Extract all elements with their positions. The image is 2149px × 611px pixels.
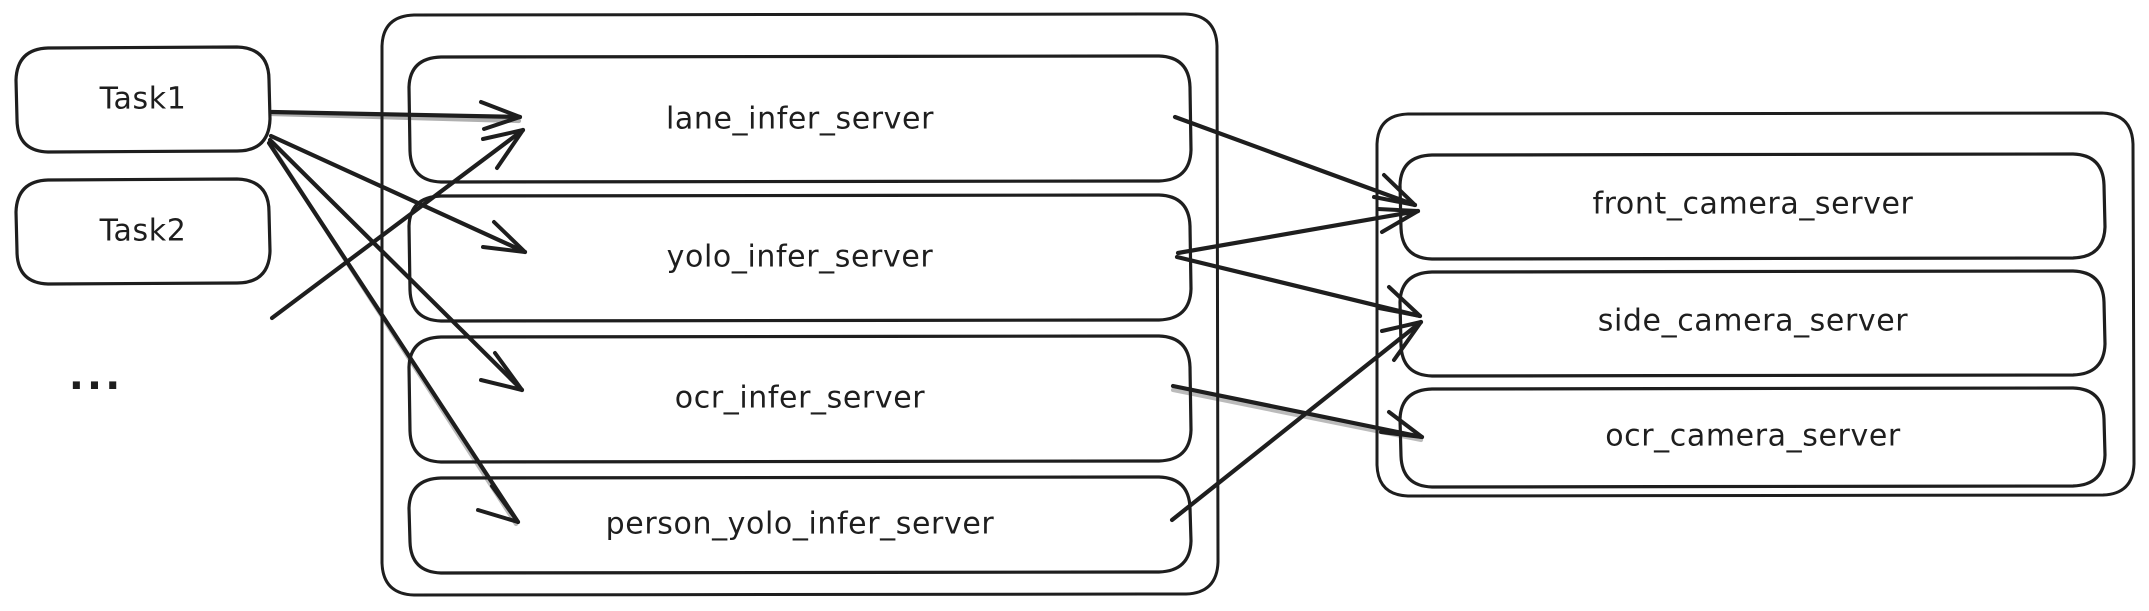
lane-label: lane_infer_server [666, 102, 934, 137]
ocr-camera-box-outline [1398, 386, 2107, 489]
task1-box-outline [14, 45, 272, 154]
task2-label: Task2 [99, 214, 187, 249]
task-node-task2[interactable]: Task2 [14, 177, 272, 286]
yolo-label: yolo_infer_server [667, 240, 934, 275]
camera-node-side[interactable]: side_camera_server [1398, 269, 2107, 378]
edge-task1-to-ocr [267, 137, 525, 393]
person-yolo-label: person_yolo_infer_server [606, 507, 995, 542]
edge-yolo-to-front [1175, 207, 1421, 256]
edge-task1-to-yolo [268, 133, 528, 255]
camera-node-front[interactable]: front_camera_server [1398, 152, 2107, 261]
lane-box-outline [407, 54, 1193, 184]
infer-node-ocr[interactable]: ocr_infer_server [407, 334, 1193, 464]
edge-ocr-to-ocr-cam [1170, 383, 1425, 443]
front-camera-box-outline [1398, 152, 2107, 261]
edge-task1-to-lane [269, 100, 523, 131]
side-camera-box-outline [1398, 269, 2107, 378]
edge-task1-to-person-yolo [266, 140, 521, 527]
tasks-ellipsis: ... [69, 353, 124, 399]
infer-server-group-frame [380, 12, 1220, 597]
task1-label: Task1 [99, 82, 187, 117]
infer-node-person-yolo[interactable]: person_yolo_infer_server [407, 475, 1193, 575]
edge-task2-to-lane [269, 127, 526, 321]
camera-node-ocr-cam[interactable]: ocr_camera_server [1398, 386, 2107, 489]
ocr-label: ocr_infer_server [675, 381, 926, 416]
edge-person-yolo-to-side [1169, 319, 1424, 523]
side-camera-label: side_camera_server [1598, 304, 1909, 339]
front-camera-label: front_camera_server [1592, 187, 1913, 222]
infer-group-outline [380, 12, 1220, 597]
person-yolo-box-outline [407, 475, 1193, 575]
infer-node-lane[interactable]: lane_infer_server [407, 54, 1193, 184]
edge-lane-to-front [1172, 114, 1418, 208]
task-node-task1[interactable]: Task1 [14, 45, 272, 154]
ocr-camera-label: ocr_camera_server [1605, 419, 1901, 454]
edge-yolo-to-side [1174, 254, 1423, 319]
camera-server-group-frame [1375, 111, 2136, 498]
camera-group-outline [1375, 111, 2136, 498]
infer-node-yolo[interactable]: yolo_infer_server [407, 193, 1193, 323]
task2-box-outline [14, 177, 272, 286]
